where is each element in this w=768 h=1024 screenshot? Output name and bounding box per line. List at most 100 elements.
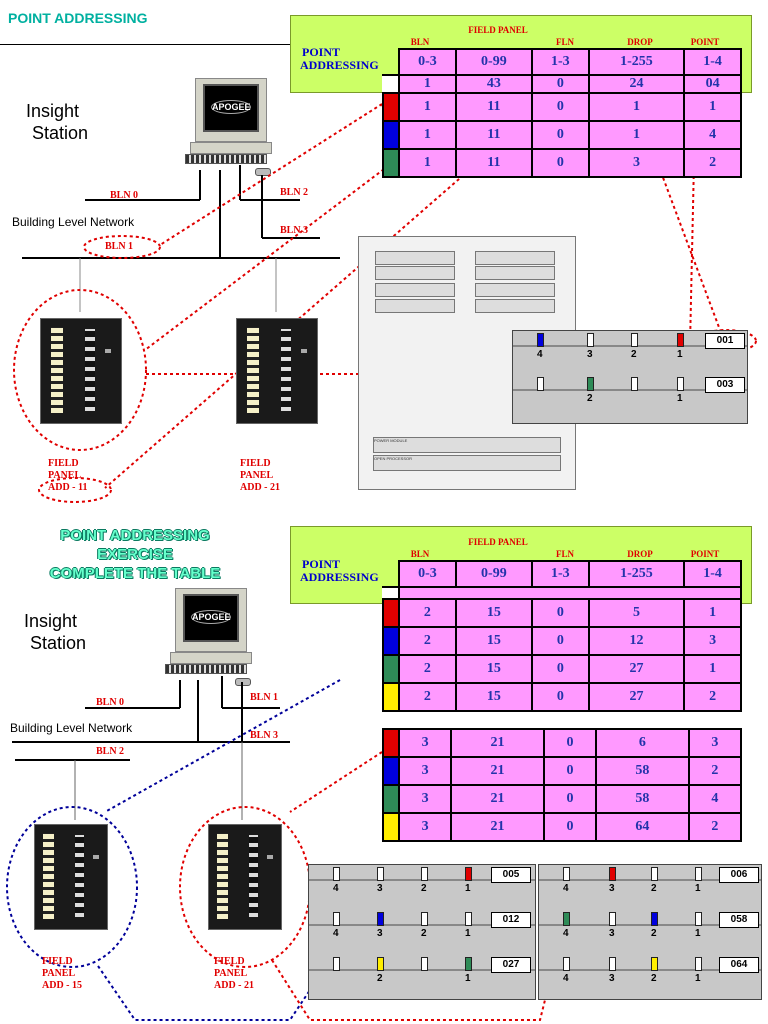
table-cell: 4: [687, 784, 743, 814]
pa-line2: ADDRESSING: [300, 570, 379, 584]
example-cell: 24: [587, 74, 686, 94]
table-row: 1 11 0 1 1: [382, 92, 742, 122]
table-cell: 1: [398, 92, 457, 122]
point-number: 4: [333, 883, 339, 894]
fp15-line2: PANEL: [42, 968, 76, 979]
table-cell: 27: [587, 682, 686, 712]
table-row: 3 21 0 58 4: [382, 784, 743, 814]
exercise-title: POINT ADDRESSING EXERCISE COMPLETE THE T…: [30, 526, 240, 583]
col-header-drop: DROP: [627, 37, 653, 47]
slot: [563, 957, 570, 971]
col-header-point: POINT: [690, 37, 720, 47]
point-number: 1: [695, 883, 701, 894]
table-cell: 6: [595, 728, 690, 758]
slot: [651, 867, 658, 881]
table-cell: 4: [683, 120, 742, 150]
range-point: 1-4: [683, 560, 742, 588]
monitor: APOGEE: [175, 588, 247, 652]
field-panel-21-cabinet: [236, 318, 318, 424]
point-number: 2: [631, 349, 637, 360]
table-row: 3 21 0 64 2: [382, 812, 743, 842]
exercise-table-2: 3 21 0 6 3 3 21 0 58 2 3 21 0 58 4 3 21 …: [382, 728, 743, 842]
drop-address-064: 064: [719, 957, 759, 973]
open-processor-box: OPEN PROCESSOR: [373, 455, 561, 471]
point-number: 3: [609, 973, 615, 984]
table-cell: 0: [530, 682, 590, 712]
fp21-line1: FIELD: [240, 458, 271, 469]
row-color-swatch: [382, 756, 400, 786]
point-number: 3: [377, 883, 383, 894]
example-row: 1 43 0 24 04: [382, 74, 742, 94]
range-field-panel: 0-99: [454, 560, 533, 588]
monitor-screen: APOGEE: [203, 84, 259, 132]
drop-address-006: 006: [719, 867, 759, 883]
fp21-line2: PANEL: [240, 470, 274, 481]
point-number: 4: [537, 349, 543, 360]
insight-line-1: Insight: [24, 611, 78, 631]
range-field-panel: 0-99: [454, 48, 533, 76]
row-color-swatch: [382, 784, 400, 814]
range-bln: 0-3: [398, 48, 457, 76]
section-title: POINT ADDRESSING: [8, 10, 148, 26]
bln3-label-2: BLN 3: [250, 730, 279, 741]
exercise-line3: COMPLETE THE TABLE: [49, 565, 221, 582]
slot: [563, 867, 570, 881]
point-number: 2: [421, 928, 427, 939]
drop-address-027: 027: [491, 957, 531, 973]
panel15-highlight: [6, 806, 138, 968]
fp15-line3: ADD - 15: [42, 980, 82, 991]
apogee-logo: APOGEE: [191, 610, 231, 624]
table-cell: 0: [530, 148, 590, 178]
point-number: 1: [695, 928, 701, 939]
table-cell: 2: [398, 654, 457, 684]
col-header-bln: BLN: [410, 549, 430, 559]
pa-line1: POINT: [302, 45, 341, 59]
row-color-swatch: [382, 654, 400, 684]
monitor-screen: APOGEE: [183, 594, 239, 642]
range-row: 0-3 0-99 1-3 1-255 1-4: [382, 48, 742, 76]
row-color-swatch: [382, 626, 400, 656]
table-row: 3 21 0 6 3: [382, 728, 743, 758]
building-level-network-label-2: Building Level Network: [10, 721, 133, 735]
table-cell: 2: [683, 148, 742, 178]
slot: [377, 867, 384, 881]
col-header-point: POINT: [690, 549, 720, 559]
insight-computer: APOGEE: [185, 78, 285, 178]
range-fln: 1-3: [530, 560, 590, 588]
table-row: 1 11 0 1 4: [382, 120, 742, 150]
row-color-swatch: [382, 812, 400, 842]
point-number: 4: [563, 883, 569, 894]
green-slot: [587, 377, 594, 391]
table-cell: 1: [683, 598, 742, 628]
slot: [677, 377, 684, 391]
table-cell: 0: [542, 728, 598, 758]
range-drop: 1-255: [587, 48, 686, 76]
point-number: 2: [377, 973, 383, 984]
example-cell: 04: [683, 74, 742, 94]
slot: [333, 957, 340, 971]
field-panel-11-label: FIELD PANEL ADD - 11: [48, 458, 87, 494]
slot: [465, 912, 472, 926]
table-row: 1 11 0 3 2: [382, 148, 742, 178]
table-cell: 3: [397, 784, 453, 814]
blue-slot: [377, 912, 384, 926]
exercise-line1: POINT ADDRESSING: [60, 527, 210, 544]
row-color-swatch: [382, 598, 400, 628]
row-color-swatch: [382, 120, 400, 150]
slot: [609, 912, 616, 926]
point-number: 1: [695, 973, 701, 984]
module-slot: [375, 283, 455, 297]
point-number: 2: [651, 973, 657, 984]
slot: [695, 957, 702, 971]
point-number: 1: [465, 973, 471, 984]
panel11-highlight: [13, 289, 147, 451]
table-cell: 0: [530, 654, 590, 684]
table-cell: 2: [398, 626, 457, 656]
point-number: 2: [651, 928, 657, 939]
computer-base: [190, 142, 272, 154]
module-slot: [375, 251, 455, 265]
fp11-line1: FIELD: [48, 458, 79, 469]
keyboard: [185, 154, 267, 164]
table-cell: 58: [595, 784, 690, 814]
fp11-line2: PANEL: [48, 470, 82, 481]
